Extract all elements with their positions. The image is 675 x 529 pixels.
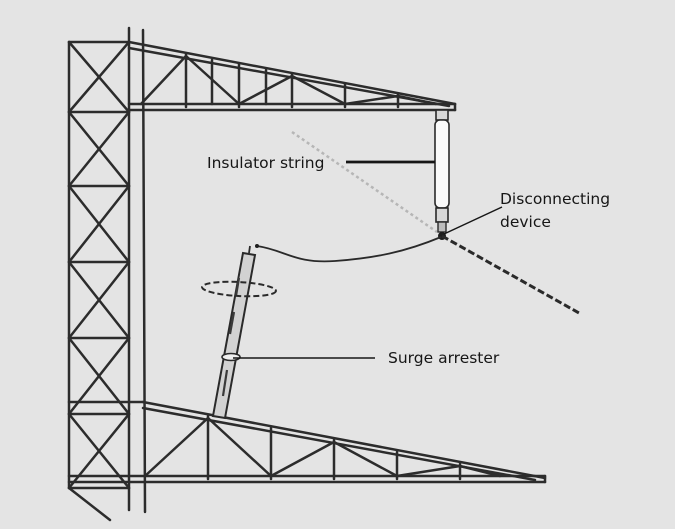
swing-path-line (291, 130, 438, 234)
insulator-string (434, 109, 450, 233)
upper-crossarm (127, 40, 457, 112)
lower-crossarm (67, 400, 547, 484)
label-surge-arrester: Surge arrester (388, 349, 500, 367)
disconnector-rod (441, 234, 580, 315)
label-disconnecting-device: Disconnecting device (500, 188, 610, 234)
connecting-conductor (256, 236, 442, 263)
label-insulator-string: Insulator string (207, 154, 325, 172)
disconnecting-device-leader-line (443, 206, 503, 235)
label-disconnecting-device-line1: Disconnecting (500, 190, 611, 208)
label-disconnecting-device-line2: device (500, 213, 551, 231)
surge-arrester (201, 244, 277, 420)
tower-column (67, 26, 147, 522)
